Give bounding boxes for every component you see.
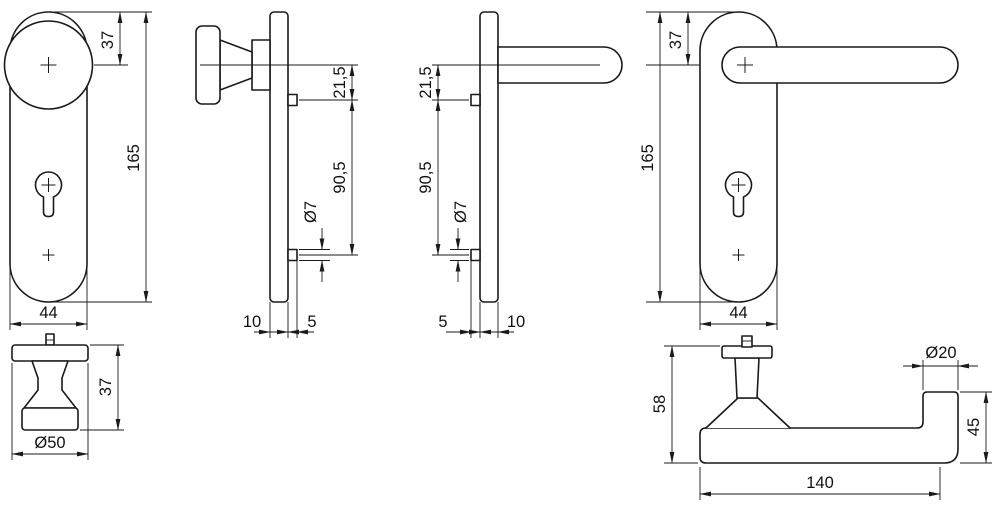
screw-tip bbox=[45, 333, 55, 346]
dim-plate-height-label: 165 bbox=[125, 144, 143, 172]
figure-knob-plate-side: 21,5 90,5 Ø7 10 5 bbox=[195, 11, 358, 338]
dim-stud-length-label: 5 bbox=[438, 313, 447, 331]
cylinder-center-mark bbox=[41, 178, 56, 192]
dim-plate-thickness-label: 10 bbox=[507, 313, 525, 331]
extension-lines bbox=[9, 11, 152, 330]
dim-stud-diameter-label: Ø7 bbox=[452, 201, 470, 223]
knob-center-mark bbox=[40, 57, 57, 73]
knob-waist bbox=[23, 360, 77, 409]
lower-screw-mark bbox=[732, 249, 745, 261]
extension-lines bbox=[200, 64, 358, 338]
dim-knob-axis-offset-label: 37 bbox=[99, 31, 117, 49]
lever-center-mark bbox=[737, 57, 753, 73]
euro-cylinder-hole bbox=[34, 171, 63, 218]
dim-neck-length-label: 58 bbox=[651, 395, 669, 413]
dim-stud-spacing-label: 90,5 bbox=[331, 161, 349, 193]
dim-lever-axis-offset-label: 37 bbox=[667, 31, 685, 49]
dim-return-depth-label: 45 bbox=[965, 418, 983, 436]
backplate-side-outline bbox=[479, 11, 499, 303]
dim-plate-width-label: 44 bbox=[39, 304, 57, 322]
knob-head-flange bbox=[11, 344, 89, 362]
screw-tip bbox=[741, 335, 753, 348]
figure-lever-plate-front: 37 165 44 bbox=[639, 11, 959, 330]
upper-fixing-stud bbox=[287, 93, 298, 107]
knob-base bbox=[21, 407, 79, 431]
lever-grip-and-return bbox=[699, 391, 959, 464]
lever-handle bbox=[721, 46, 959, 84]
backplate-side-outline bbox=[269, 11, 289, 303]
lever-neck bbox=[734, 357, 760, 399]
dim-stud-length-label: 5 bbox=[307, 313, 316, 331]
figure-lever-detail: 58 Ø20 45 140 bbox=[651, 335, 992, 500]
lever-neck-cone bbox=[705, 397, 791, 429]
dim-plate-thickness-label: 10 bbox=[243, 313, 261, 331]
figure-lever-plate-side: 21,5 90,5 Ø7 5 10 bbox=[417, 11, 623, 338]
dim-axis-to-stud-label: 21,5 bbox=[417, 66, 435, 98]
extension-lines bbox=[664, 345, 992, 500]
figure-knob-detail: 37 Ø50 bbox=[11, 333, 124, 460]
dim-grip-length-label: 140 bbox=[806, 474, 834, 492]
dim-grip-diameter-label: Ø20 bbox=[925, 344, 956, 362]
cylinder-center-mark bbox=[731, 178, 746, 192]
dim-axis-to-stud-label: 21,5 bbox=[331, 66, 349, 98]
dim-plate-width-label: 44 bbox=[729, 304, 747, 322]
extension-lines bbox=[11, 344, 124, 460]
dim-plate-height-label: 165 bbox=[639, 144, 657, 172]
dim-stud-diameter-label: Ø7 bbox=[302, 201, 320, 223]
lower-screw-mark bbox=[42, 249, 55, 261]
figure-knob-plate-front: 37 165 44 bbox=[3, 11, 152, 330]
dim-knob-height-label: 37 bbox=[97, 378, 115, 396]
lower-fixing-stud bbox=[470, 248, 481, 262]
upper-fixing-stud bbox=[470, 93, 481, 107]
euro-cylinder-hole bbox=[724, 171, 753, 218]
dim-stud-spacing-label: 90,5 bbox=[417, 161, 435, 193]
extension-lines bbox=[646, 11, 778, 330]
dim-knob-diameter-label: Ø50 bbox=[34, 434, 65, 452]
lower-fixing-stud bbox=[287, 248, 298, 262]
